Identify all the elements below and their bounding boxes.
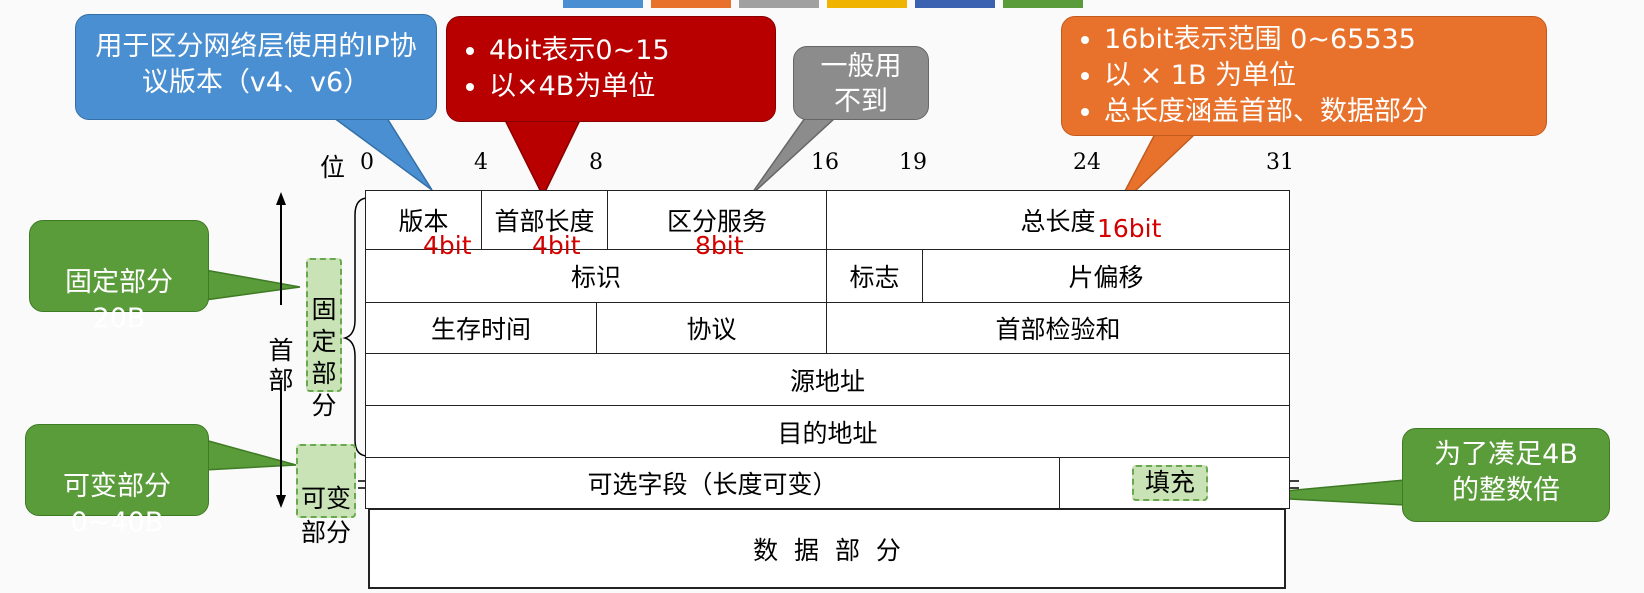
tick-8: 8 xyxy=(589,150,603,175)
header-length-note-2: 以×4B为单位 xyxy=(489,69,765,105)
options-label: 可选字段（长度可变） xyxy=(587,470,838,499)
variable-callout-tail xyxy=(204,439,297,471)
header-length-note-1: 4bit表示0~15 xyxy=(489,33,765,69)
variable-part-text: 可变部分 0~40B xyxy=(63,471,171,538)
header-length-field: 首部长度 xyxy=(481,190,608,250)
padding-label: 填充 xyxy=(1144,468,1195,497)
ttl-field: 生存时间 xyxy=(365,302,597,354)
total-length-note-2: 以 × 1B 为单位 xyxy=(1104,58,1536,94)
options-field: 可选字段（长度可变） xyxy=(365,457,1060,509)
data-part-field: 数 据 部 分 xyxy=(368,508,1286,589)
total-length-label: 总长度 xyxy=(1020,207,1096,236)
top-bar-3 xyxy=(739,0,819,8)
tos-label: 区分服务 xyxy=(666,207,767,236)
destination-address-label: 目的地址 xyxy=(777,418,878,448)
identification-field: 标识 xyxy=(365,249,827,303)
total-length-bit-width: 16bit xyxy=(1097,214,1162,243)
fixed-side-text: 固 定 部 分 xyxy=(311,295,337,420)
checksum-field: 首部检验和 xyxy=(826,302,1290,354)
tick-24: 24 xyxy=(1073,150,1101,175)
version-callout: 用于区分网络层使用的IP协议版本（v4、v6） xyxy=(75,14,437,120)
version-label: 版本 xyxy=(398,207,449,236)
header-length-callout: 4bit表示0~15 以×4B为单位 xyxy=(446,16,776,122)
identification-label: 标识 xyxy=(570,263,621,292)
source-address-field: 源地址 xyxy=(365,353,1290,406)
tick-4: 4 xyxy=(474,150,488,175)
variable-side-box: 可变 部分 xyxy=(296,444,356,547)
header-length-callout-tail xyxy=(503,119,582,198)
fixed-callout-tail xyxy=(204,269,301,301)
tos-callout-text: 一般用不到 xyxy=(820,51,902,117)
header-length-label: 首部长度 xyxy=(494,207,595,236)
variable-side-text: 可变 部分 xyxy=(300,484,351,547)
protocol-label: 协议 xyxy=(686,315,737,344)
top-bar-4 xyxy=(827,0,907,8)
tick-31: 31 xyxy=(1266,150,1294,175)
version-field: 版本 xyxy=(365,190,482,250)
top-bar-2 xyxy=(651,0,731,8)
header-side-label: 首 部 xyxy=(266,306,296,396)
tos-callout: 一般用不到 xyxy=(793,46,929,120)
version-callout-text: 用于区分网络层使用的IP协议版本（v4、v6） xyxy=(95,31,417,98)
padding-callout-text: 为了凑足4B的整数倍 xyxy=(1434,439,1578,506)
source-address-label: 源地址 xyxy=(789,366,865,396)
variable-part-callout: 可变部分 0~40B xyxy=(25,424,209,538)
total-length-note-1: 16bit表示范围 0~65535 xyxy=(1104,22,1536,58)
destination-address-field: 目的地址 xyxy=(365,405,1290,458)
version-callout-tail xyxy=(327,114,433,191)
flags-field: 标志 xyxy=(826,249,923,303)
total-length-callout: 16bit表示范围 0~65535 以 × 1B 为单位 总长度涵盖首部、数据部… xyxy=(1061,16,1547,136)
data-part-label: 数 据 部 分 xyxy=(753,535,901,565)
ttl-label: 生存时间 xyxy=(430,315,531,344)
tick-19: 19 xyxy=(899,150,927,175)
tos-bit-width: 8bit xyxy=(695,231,744,260)
protocol-field: 协议 xyxy=(596,302,827,354)
tos-field: 区分服务 xyxy=(607,190,827,250)
fragment-offset-field: 片偏移 xyxy=(922,249,1290,303)
tick-16: 16 xyxy=(811,150,839,175)
checksum-label: 首部检验和 xyxy=(995,315,1121,344)
bit-scale-label: 位 xyxy=(320,153,346,182)
top-bar-6 xyxy=(1003,0,1083,8)
padding-callout: 为了凑足4B的整数倍 xyxy=(1402,428,1610,522)
top-bar-5 xyxy=(915,0,995,8)
total-length-note-3: 总长度涵盖首部、数据部分 xyxy=(1104,94,1536,130)
flags-label: 标志 xyxy=(849,263,900,292)
fragment-offset-label: 片偏移 xyxy=(1068,263,1144,292)
fixed-side-box: 固 定 部 分 xyxy=(306,258,342,420)
header-length-bit-width: 4bit xyxy=(532,231,581,260)
top-bar-1 xyxy=(563,0,643,8)
version-bit-width: 4bit xyxy=(423,231,472,260)
header-side-text: 首 部 xyxy=(268,336,294,395)
padding-label-box: 填充 xyxy=(1132,465,1208,501)
total-length-field: 总长度 xyxy=(826,190,1290,250)
fixed-part-text: 固定部分 20B xyxy=(65,267,173,334)
tick-0: 0 xyxy=(360,150,374,175)
fixed-part-callout: 固定部分 20B xyxy=(29,220,209,334)
